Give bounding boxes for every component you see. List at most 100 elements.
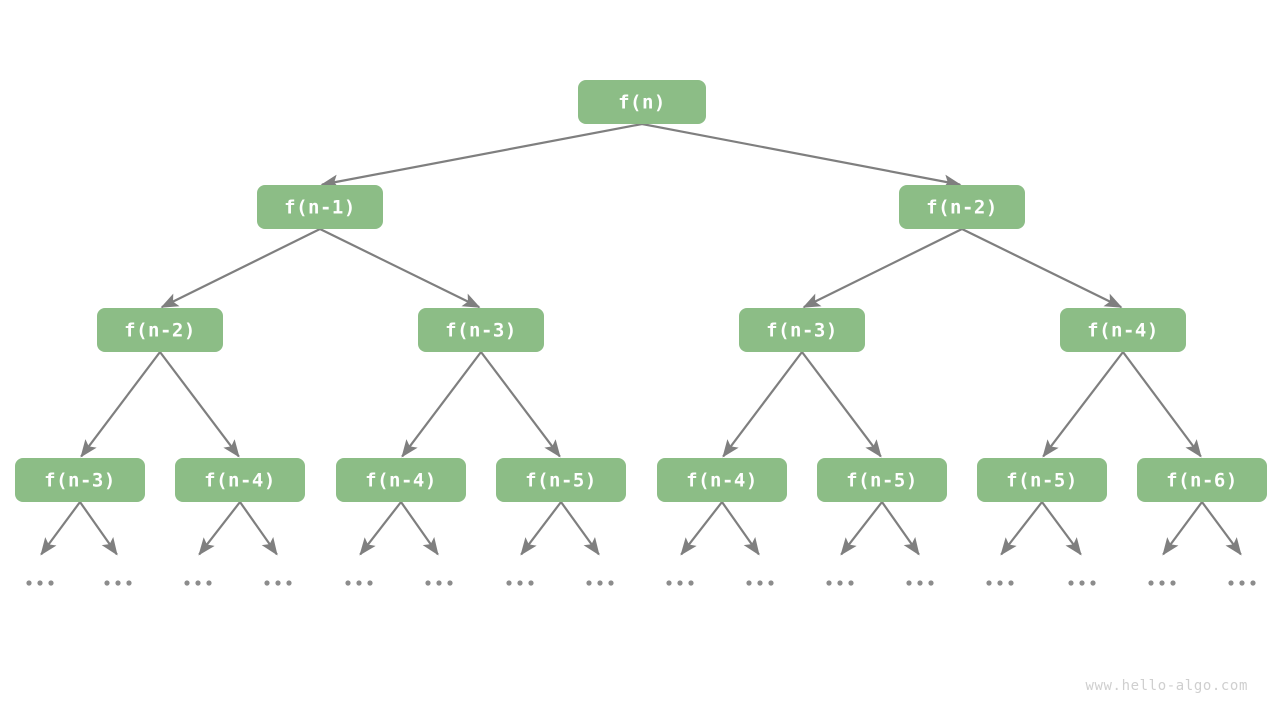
tree-edge	[961, 228, 1123, 309]
tree-node-label: f(n-3)	[445, 320, 517, 342]
leaf-ellipsis	[906, 580, 934, 586]
tree-node-label: f(n-5)	[525, 470, 597, 492]
leaf-ellipsis	[1228, 580, 1256, 586]
tree-edge	[801, 351, 882, 458]
ellipsis-dot	[986, 580, 992, 586]
ellipsis-dot	[517, 580, 523, 586]
tree-edge	[160, 228, 321, 309]
leaf-ellipsis	[826, 580, 854, 586]
leaf-ellipsis	[986, 580, 1014, 586]
ellipsis-dot	[1148, 580, 1154, 586]
tree-node: f(n)	[578, 80, 706, 124]
tree-node-box	[496, 458, 626, 502]
tree-node-box	[1137, 458, 1267, 502]
ellipsis-dot	[917, 580, 923, 586]
tree-node: f(n-3)	[418, 308, 544, 352]
tree-edge	[722, 351, 803, 458]
tree-node-label: f(n-5)	[846, 470, 918, 492]
ellipsis-dot	[597, 580, 603, 586]
ellipsis-dot	[906, 580, 912, 586]
ellipsis-dot	[37, 580, 43, 586]
leaf-ellipsis	[26, 580, 54, 586]
tree-edge-leaf	[1201, 501, 1242, 556]
ellipsis-dot	[436, 580, 442, 586]
ellipsis-dot	[848, 580, 854, 586]
tree-edge	[480, 351, 561, 458]
nodes-layer: f(n)f(n-1)f(n-2)f(n-2)f(n-3)f(n-3)f(n-4)…	[15, 80, 1267, 502]
ellipsis-dot	[104, 580, 110, 586]
ellipsis-dot	[345, 580, 351, 586]
ellipsis-dot	[286, 580, 292, 586]
tree-node-box	[899, 185, 1025, 229]
tree-node: f(n-4)	[336, 458, 466, 502]
ellipsis-dot	[356, 580, 362, 586]
ellipsis-dot	[26, 580, 32, 586]
tree-node-label: f(n)	[618, 92, 666, 114]
tree-node-box	[336, 458, 466, 502]
ellipsis-dot	[746, 580, 752, 586]
tree-node: f(n-3)	[15, 458, 145, 502]
edges-layer	[40, 122, 1242, 556]
leaf-ellipsis	[506, 580, 534, 586]
ellipsis-dot	[928, 580, 934, 586]
tree-node-label: f(n-3)	[766, 320, 838, 342]
ellipsis-dot	[506, 580, 512, 586]
tree-edge	[320, 122, 643, 189]
tree-node-label: f(n-4)	[365, 470, 437, 492]
ellipsis-dot	[837, 580, 843, 586]
tree-edge	[1042, 351, 1124, 458]
ellipsis-dot	[1159, 580, 1165, 586]
ellipsis-dot	[1228, 580, 1234, 586]
tree-node-label: f(n-3)	[44, 470, 116, 492]
tree-edge-leaf	[40, 501, 81, 556]
tree-edge-leaf	[560, 501, 600, 556]
tree-edge-leaf	[520, 501, 562, 556]
tree-node-box	[739, 308, 865, 352]
ellipsis-dot	[1239, 580, 1245, 586]
ellipsis-dot	[264, 580, 270, 586]
tree-node: f(n-4)	[175, 458, 305, 502]
leaf-ellipsis	[1148, 580, 1176, 586]
tree-node-box	[1060, 308, 1186, 352]
tree-edge-leaf	[721, 501, 760, 556]
tree-node-label: f(n-4)	[686, 470, 758, 492]
ellipsis-dot	[206, 580, 212, 586]
ellipsis-dot	[115, 580, 121, 586]
ellipsis-dot	[425, 580, 431, 586]
ellipsis-dot	[1090, 580, 1096, 586]
leaf-ellipsis-layer	[26, 580, 1256, 586]
tree-node-label: f(n-4)	[204, 470, 276, 492]
tree-edge	[80, 351, 161, 458]
ellipsis-dot	[528, 580, 534, 586]
tree-node-box	[257, 185, 383, 229]
tree-node-label: f(n-2)	[124, 320, 196, 342]
ellipsis-dot	[447, 580, 453, 586]
ellipsis-dot	[608, 580, 614, 586]
tree-node: f(n-3)	[739, 308, 865, 352]
tree-node-box	[15, 458, 145, 502]
tree-node-box	[97, 308, 223, 352]
tree-edge-leaf	[79, 501, 118, 556]
leaf-ellipsis	[425, 580, 453, 586]
tree-edge	[1122, 351, 1202, 458]
tree-node-label: f(n-1)	[284, 197, 356, 219]
ellipsis-dot	[688, 580, 694, 586]
tree-edge	[802, 228, 963, 309]
ellipsis-dot	[184, 580, 190, 586]
tree-node: f(n-5)	[977, 458, 1107, 502]
tree-edge	[401, 351, 482, 458]
leaf-ellipsis	[586, 580, 614, 586]
tree-edge	[641, 122, 962, 189]
tree-node-box	[657, 458, 787, 502]
watermark-label: www.hello-algo.com	[1085, 678, 1248, 694]
tree-edge-leaf	[198, 501, 241, 556]
ellipsis-dot	[126, 580, 132, 586]
ellipsis-dot	[1170, 580, 1176, 586]
tree-node: f(n-4)	[1060, 308, 1186, 352]
leaf-ellipsis	[345, 580, 373, 586]
tree-node-box	[977, 458, 1107, 502]
ellipsis-dot	[666, 580, 672, 586]
tree-node-label: f(n-4)	[1087, 320, 1159, 342]
ellipsis-dot	[757, 580, 763, 586]
